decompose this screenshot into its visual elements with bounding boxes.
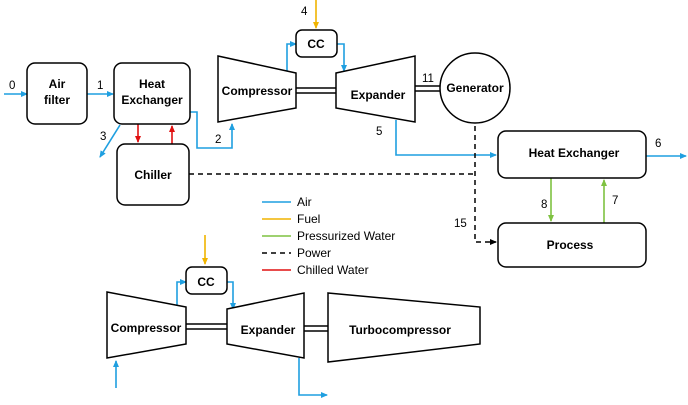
chiller-label: Chiller <box>134 168 172 182</box>
cc-1-block: CC <box>295 29 338 58</box>
expander-2-block: Expander <box>226 292 305 359</box>
stream-number-11: 15 <box>454 218 467 230</box>
legend-label-pressurized-water: Pressurized Water <box>297 229 395 243</box>
stream-number-8: 8 <box>541 199 547 211</box>
cc2-outlet-line <box>227 281 236 310</box>
stream-17-line <box>298 358 328 398</box>
heat-exchanger-2-label: Heat Exchanger <box>529 146 620 160</box>
turbocompressor-label: Turbocompressor <box>349 323 451 337</box>
stream-numbers: 0 1 2 3 4 5 6 7 8 11 15 <box>9 6 661 230</box>
process-label: Process <box>547 238 594 252</box>
cc1-outlet-line <box>337 43 347 72</box>
legend-label-power: Power <box>297 246 331 260</box>
stream-number-3: 3 <box>100 131 106 143</box>
legend-item-fuel: Fuel <box>262 212 320 226</box>
compressor-1-block: Compressor <box>217 55 297 123</box>
legend-item-pressurized-water: Pressurized Water <box>262 229 395 243</box>
power-lines <box>189 117 497 245</box>
stream-number-2: 2 <box>215 134 221 146</box>
heat-exchanger-1-block: Heat Exchanger <box>113 62 191 125</box>
process-block: Process <box>497 222 647 268</box>
shafts <box>186 85 440 332</box>
heat-exchanger-2-block: Heat Exchanger <box>497 130 647 179</box>
cc-1-label: CC <box>307 37 325 51</box>
chiller-block: Chiller <box>116 143 190 206</box>
air-streams <box>4 41 687 398</box>
cc-2-block: CC <box>185 266 228 295</box>
stream-number-0: 0 <box>9 80 15 92</box>
stream-3-line <box>99 124 121 158</box>
compressor-2-block: Compressor <box>106 291 187 359</box>
air-filter-label-1: Air <box>49 77 66 91</box>
heat-exchanger-1-label-1: Heat <box>139 77 165 91</box>
legend-label-chilled-water: Chilled Water <box>297 263 369 277</box>
legend-label-air: Air <box>297 195 312 209</box>
stream-5-line <box>395 120 497 158</box>
generator-label: Generator <box>446 81 504 95</box>
generator-block: Generator <box>439 52 511 124</box>
legend-label-fuel: Fuel <box>297 212 320 226</box>
stream-number-1: 1 <box>97 80 103 92</box>
legend: Air Fuel Pressurized Water Power Chilled… <box>262 195 395 277</box>
expander-2-label: Expander <box>241 323 296 337</box>
air-filter-block: Air filter <box>26 62 88 125</box>
cc1-inlet-line <box>286 41 297 73</box>
compressor-1-label: Compressor <box>222 84 293 98</box>
stream-2-line <box>190 111 235 149</box>
stream-number-7: 7 <box>612 195 618 207</box>
stream-number-10: 11 <box>422 73 434 85</box>
stream-number-5: 5 <box>376 126 382 138</box>
legend-item-power: Power <box>262 246 331 260</box>
air-filter-label-2: filter <box>44 93 70 107</box>
expander-1-label: Expander <box>351 88 406 102</box>
compressor-2-label: Compressor <box>111 321 182 335</box>
legend-item-air: Air <box>262 195 312 209</box>
pressurized-water-streams <box>548 178 607 223</box>
fuel-streams <box>202 0 319 265</box>
expander-1-block: Expander <box>335 55 416 123</box>
chilled-water-streams <box>135 124 175 144</box>
stream-11-line <box>474 117 497 245</box>
stream-number-6: 6 <box>655 138 661 150</box>
stream-number-4: 4 <box>301 6 308 18</box>
cc2-inlet-line <box>176 279 187 305</box>
cc-2-label: CC <box>197 275 215 289</box>
legend-item-chilled-water: Chilled Water <box>262 263 369 277</box>
turbocompressor-block: Turbocompressor <box>327 292 481 363</box>
heat-exchanger-1-label-2: Exchanger <box>121 93 183 107</box>
